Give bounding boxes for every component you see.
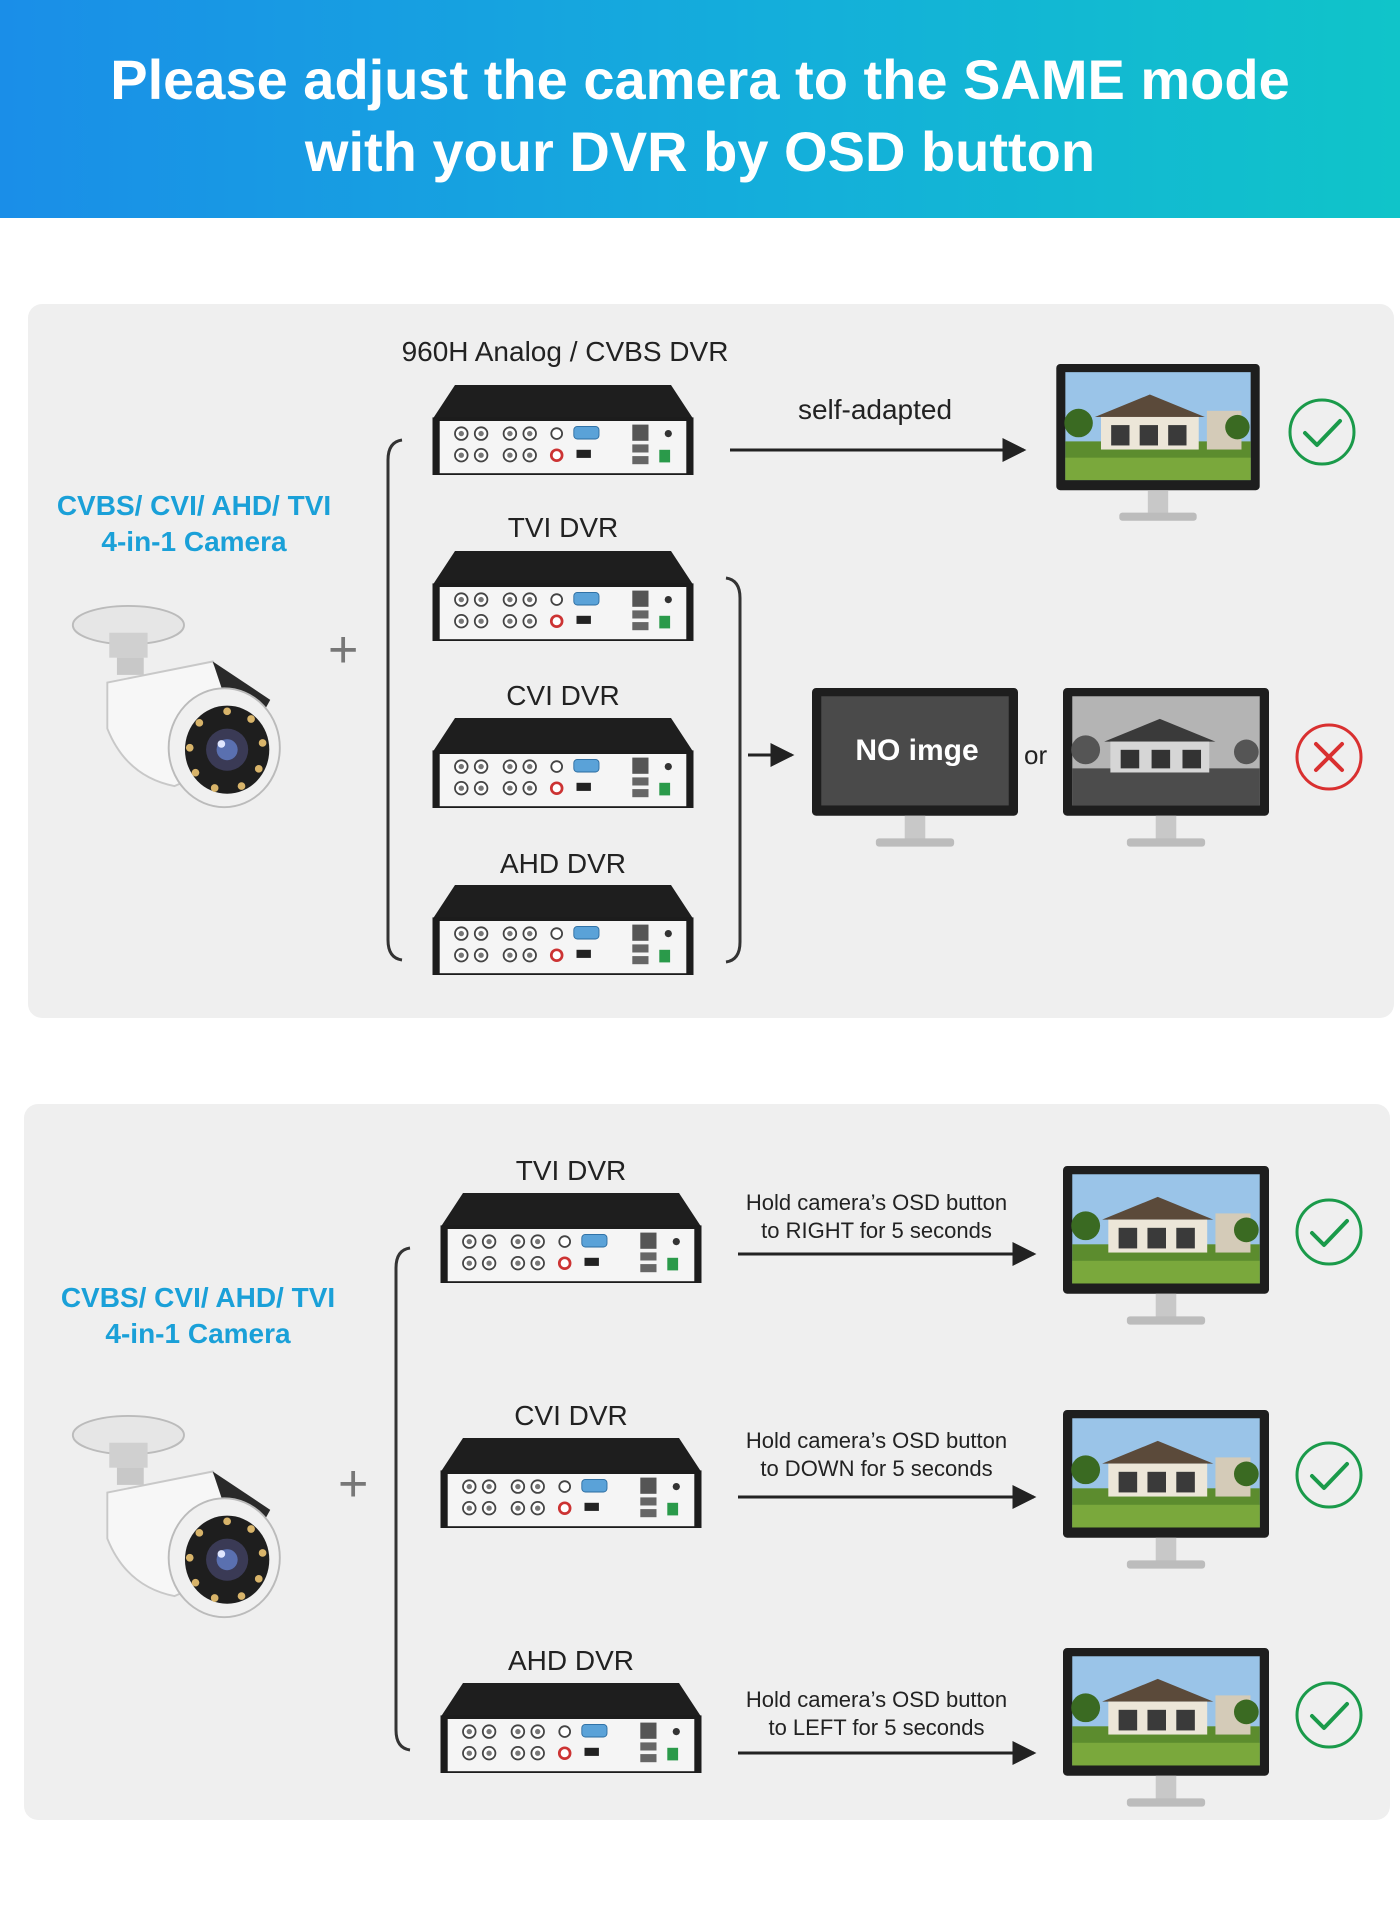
camera-type-label-2: CVBS/ CVI/ AHD/ TVI 4-in-1 Camera (48, 1280, 348, 1352)
monitor-grayscale-image (1063, 688, 1269, 858)
camera-type-line-1: CVBS/ CVI/ AHD/ TVI (56, 490, 332, 521)
bracket-left-2 (394, 1246, 411, 1752)
osd-instruction-right: Hold camera’s OSD button to RIGHT for 5 … (724, 1189, 1029, 1245)
dvr-label-ahd: AHD DVR (499, 848, 626, 879)
dvr-label-ahd-2: AHD DVR (507, 1645, 634, 1676)
dvr-device-tvi-2 (426, 1193, 716, 1283)
dvr-device-960h (418, 385, 708, 475)
arrow-to-no-image (748, 743, 795, 767)
monitor-no-image (812, 688, 1018, 858)
check-circle-icon (1294, 1197, 1364, 1267)
check-circle-icon (1294, 1680, 1364, 1750)
camera-type-line-1: CVBS/ CVI/ AHD/ TVI (60, 1282, 336, 1313)
monitor-good-image (1063, 1648, 1269, 1818)
title-line-1: Please adjust the camera to the SAME mod… (110, 48, 1290, 111)
header-banner (0, 0, 1400, 218)
arrow-self-adapted (730, 438, 1027, 462)
cross-circle-icon (1294, 722, 1364, 792)
dvr-device-ahd-2 (426, 1683, 716, 1773)
osd-note-line-2: to LEFT for 5 seconds (768, 1715, 985, 1740)
or-label: or (1024, 740, 1048, 770)
plus-sign: + (338, 1455, 369, 1513)
osd-note-line-2: to DOWN for 5 seconds (760, 1456, 993, 1481)
bracket-left (386, 438, 403, 962)
self-adapted-label: self-adapted (797, 394, 953, 425)
bullet-camera-image (64, 604, 304, 834)
dvr-label-960h: 960H Analog / CVBS DVR (401, 336, 729, 367)
dvr-label-cvi-2: CVI DVR (514, 1400, 628, 1431)
monitor-good-image (1063, 1410, 1269, 1580)
osd-instruction-left: Hold camera’s OSD button to LEFT for 5 s… (724, 1686, 1029, 1742)
dvr-device-cvi (418, 718, 708, 808)
dvr-label-cvi: CVI DVR (506, 680, 620, 711)
osd-note-line-1: Hold camera’s OSD button (745, 1428, 1008, 1453)
camera-type-line-2: 4-in-1 Camera (105, 1318, 291, 1349)
arrow-row-1 (738, 1242, 1037, 1266)
osd-note-line-2: to RIGHT for 5 seconds (761, 1218, 992, 1243)
dvr-label-tvi: TVI DVR (507, 512, 619, 543)
osd-note-line-1: Hold camera’s OSD button (745, 1190, 1008, 1215)
dvr-device-cvi-2 (426, 1438, 716, 1528)
monitor-good-image (1063, 1166, 1269, 1336)
osd-instruction-down: Hold camera’s OSD button to DOWN for 5 s… (724, 1427, 1029, 1483)
osd-note-line-1: Hold camera’s OSD button (745, 1687, 1008, 1712)
camera-type-label: CVBS/ CVI/ AHD/ TVI 4-in-1 Camera (44, 488, 344, 560)
bracket-right (725, 576, 742, 964)
no-image-text: NO imge (855, 734, 979, 767)
bullet-camera-image (64, 1414, 304, 1644)
title-line-2: with your DVR by OSD button (304, 120, 1096, 183)
arrow-row-3 (738, 1741, 1037, 1765)
plus-sign: + (328, 621, 359, 679)
dvr-label-tvi-2: TVI DVR (515, 1155, 627, 1186)
dvr-device-tvi (418, 551, 708, 641)
dvr-device-ahd (418, 885, 708, 975)
check-circle-icon (1294, 1440, 1364, 1510)
monitor-good-image (1056, 364, 1260, 532)
check-circle-icon (1287, 397, 1357, 467)
camera-type-line-2: 4-in-1 Camera (101, 526, 287, 557)
arrow-row-2 (738, 1485, 1037, 1509)
page-title: Please adjust the camera to the SAME mod… (0, 44, 1400, 188)
